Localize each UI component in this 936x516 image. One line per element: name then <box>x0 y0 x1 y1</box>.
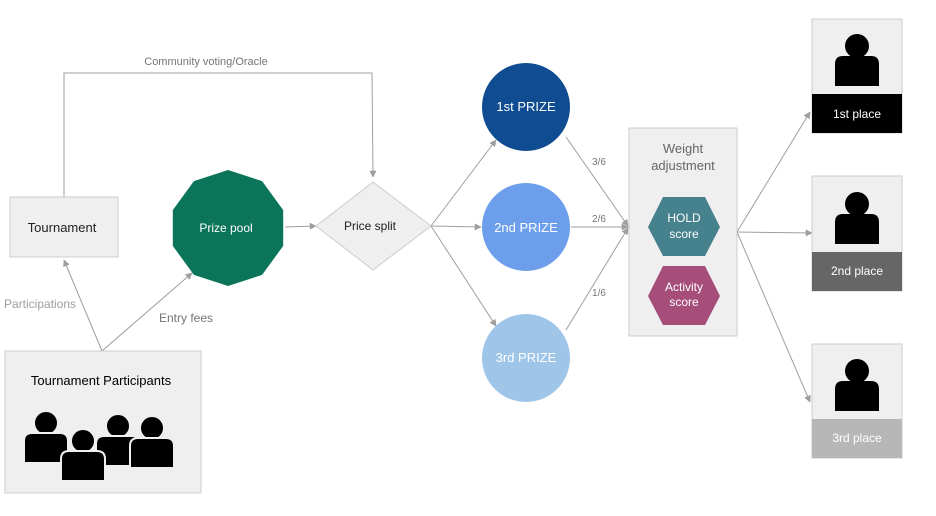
hold-label-line1: HOLD <box>667 211 701 225</box>
price-split-node: Price split <box>315 181 432 271</box>
participants-label: Tournament Participants <box>31 373 172 388</box>
prize3-node: 3rd PRIZE <box>482 314 570 402</box>
hold-score-node: HOLD score <box>648 197 720 256</box>
weight-label-line1: Weight <box>663 141 704 156</box>
weight-to-place1-edge <box>736 111 811 233</box>
prize1-label: 1st PRIZE <box>496 99 556 114</box>
weight-label-line2: adjustment <box>651 158 715 173</box>
entry-fees-edge <box>101 272 193 352</box>
place3-label: 3rd place <box>832 431 882 445</box>
prize-pool-node: Prize pool <box>172 170 284 286</box>
activity-label-line2: score <box>669 295 699 309</box>
weight-to-place2-edge <box>736 229 813 237</box>
entry-fees-label: Entry fees <box>159 311 213 325</box>
prize-pool-label: Prize pool <box>199 221 252 235</box>
place2-node: 2nd place <box>811 175 903 292</box>
activity-score-node: Activity score <box>648 266 720 325</box>
place1-label: 1st place <box>833 107 881 121</box>
tournament-node: Tournament <box>9 196 119 258</box>
tournament-label: Tournament <box>28 220 97 235</box>
price-split-label: Price split <box>344 219 397 233</box>
participations-label: Participations <box>4 297 76 311</box>
pool-to-split-edge <box>284 222 317 230</box>
ratio-1-6-label: 1/6 <box>592 288 606 299</box>
prize-pool-shape <box>172 170 284 286</box>
place2-label: 2nd place <box>831 264 883 278</box>
weight-to-place3-edge <box>736 231 811 403</box>
participants-node: Tournament Participants <box>4 350 202 494</box>
prize2-label: 2nd PRIZE <box>494 220 558 235</box>
community-voting-edge <box>63 72 377 197</box>
ratio-2-6-label: 2/6 <box>592 214 606 225</box>
connectors <box>63 72 813 403</box>
community-voting-label: Community voting/Oracle <box>144 56 268 68</box>
participations-edge <box>63 259 103 352</box>
prize1-to-weight-edge <box>565 136 629 227</box>
split-to-prize2-edge <box>430 223 482 231</box>
hold-label-line2: score <box>669 227 699 241</box>
place1-node: 1st place <box>811 18 903 134</box>
prize1-node: 1st PRIZE <box>482 63 570 151</box>
split-to-prize1-edge <box>430 139 497 227</box>
activity-label-line1: Activity <box>665 280 703 294</box>
ratio-3-6-label: 3/6 <box>592 157 606 168</box>
prize2-node: 2nd PRIZE <box>482 183 570 271</box>
split-to-prize3-edge <box>430 225 497 327</box>
place3-node: 3rd place <box>811 343 903 459</box>
weight-adjustment-node: Weight adjustment HOLD score Activity sc… <box>628 127 738 337</box>
prize3-to-weight-edge <box>565 227 629 331</box>
prize3-label: 3rd PRIZE <box>496 350 557 365</box>
